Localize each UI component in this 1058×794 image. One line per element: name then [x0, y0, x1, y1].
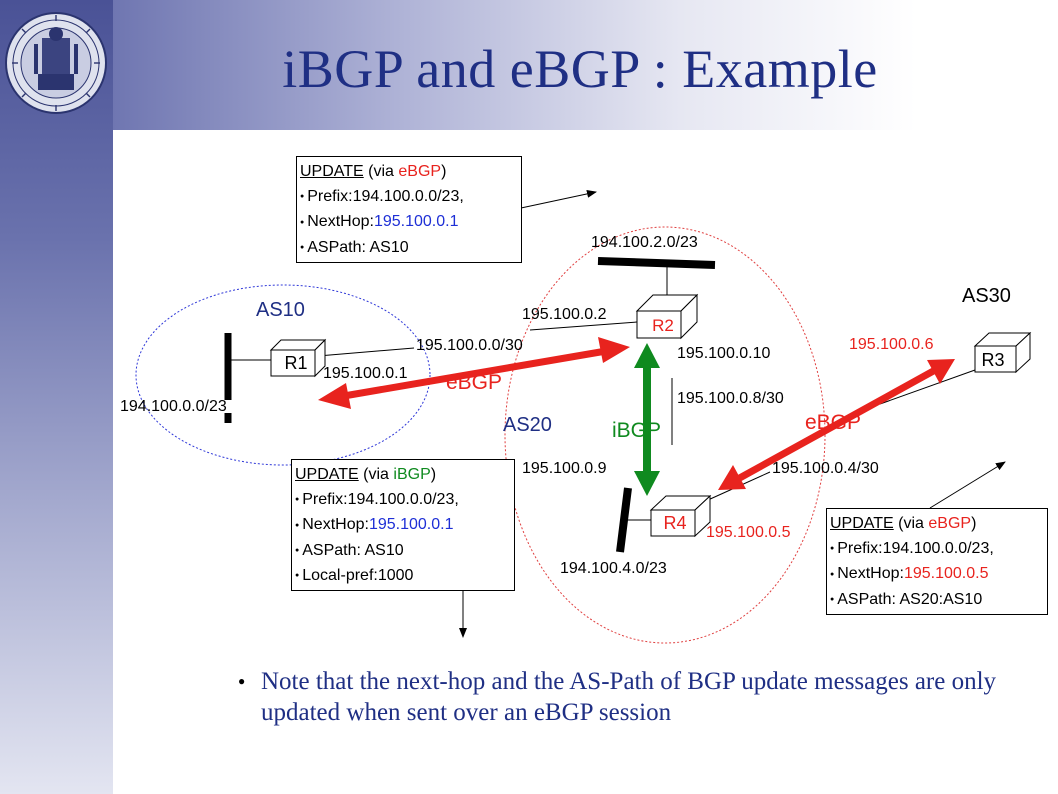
update-mid-nexthop: NextHop:195.100.0.1 [295, 512, 510, 537]
slide-note: ● Note that the next-hop and the AS-Path… [238, 666, 1028, 728]
router-r2-label: R2 [652, 316, 674, 335]
link-r4-r3-b [879, 369, 976, 405]
link-r1-r2-b [529, 321, 638, 331]
update-top-nexthop: NextHop:195.100.0.1 [300, 209, 517, 234]
note-text: Note that the next-hop and the AS-Path o… [261, 668, 997, 726]
ibgp-arrow-r2-r4 [634, 343, 660, 496]
slide-sidebar-gradient [0, 0, 113, 794]
router-r3-label: R3 [981, 350, 1004, 370]
update-box-top: UPDATE (via eBGP) Prefix:194.100.0.0/23,… [296, 156, 522, 263]
ebgp-right-label: eBGP [805, 411, 861, 434]
ebgp-arrow-r1-r2 [318, 337, 630, 409]
router-r2 [635, 293, 699, 340]
r2-ip-b-label: 195.100.0.10 [677, 345, 771, 362]
prefix-as10-label: 194.100.0.0/23 [120, 398, 227, 415]
ebgp-left-label: eBGP [446, 371, 502, 394]
r4-ip-a-label: 195.100.0.9 [522, 460, 607, 477]
prefix-r2-label: 194.100.2.0/23 [591, 234, 698, 251]
update-mid-localpref: Local-pref:1000 [295, 563, 510, 588]
university-seal-logo [5, 12, 107, 114]
prefix-r4-label: 194.100.4.0/23 [560, 560, 667, 577]
link-r1-r2-a [317, 347, 415, 357]
router-r4-label: R4 [663, 513, 686, 533]
update-top-aspath: ASPath: AS10 [300, 235, 517, 260]
subnet-r4-bar [616, 487, 632, 553]
update-right-header: UPDATE (via eBGP) [830, 515, 977, 532]
link-r1-r2-label: 195.100.0.0/30 [416, 337, 523, 354]
update-right-pointer [929, 461, 1006, 509]
as10-boundary [135, 284, 431, 466]
router-r4 [649, 494, 712, 538]
update-right-prefix: Prefix:194.100.0.0/23, [830, 536, 1043, 561]
r3-ip-label: 195.100.0.6 [849, 336, 934, 353]
update-mid-header: UPDATE (via iBGP) [295, 466, 437, 483]
ibgp-label: iBGP [612, 419, 661, 442]
update-right-nexthop: NextHop:195.100.0.5 [830, 561, 1043, 586]
update-right-aspath: ASPath: AS20:AS10 [830, 587, 1043, 612]
update-top-prefix: Prefix:194.100.0.0/23, [300, 184, 517, 209]
r4-ip-b-label: 195.100.0.5 [706, 524, 791, 541]
link-r2-r4-label: 195.100.0.8/30 [677, 390, 784, 407]
as30-label: AS30 [962, 285, 1011, 307]
router-r1-label: R1 [284, 353, 307, 373]
subnet-r2-bar [597, 257, 716, 269]
router-r3 [973, 331, 1032, 374]
as20-boundary [504, 226, 826, 644]
note-bullet-icon: ● [238, 674, 246, 688]
slide-title: iBGP and eBGP : Example [282, 39, 878, 99]
update-top-header: UPDATE (via eBGP) [300, 163, 447, 180]
slide-header-gradient [113, 0, 1058, 130]
router-r1 [269, 338, 327, 378]
as10-label: AS10 [256, 299, 305, 321]
link-r4-r3-label: 195.100.0.4/30 [772, 460, 879, 477]
update-mid-prefix: Prefix:194.100.0.0/23, [295, 487, 510, 512]
update-top-pointer [520, 189, 597, 209]
update-box-mid: UPDATE (via iBGP) Prefix:194.100.0.0/23,… [291, 459, 515, 592]
as20-label: AS20 [503, 414, 552, 436]
update-mid-aspath: ASPath: AS10 [295, 538, 510, 563]
r1-ip-label: 195.100.0.1 [323, 365, 408, 382]
r2-ip-a-label: 195.100.0.2 [522, 306, 607, 323]
update-box-right: UPDATE (via eBGP) Prefix:194.100.0.0/23,… [826, 508, 1048, 615]
ebgp-arrow-r4-r3 [718, 359, 955, 490]
